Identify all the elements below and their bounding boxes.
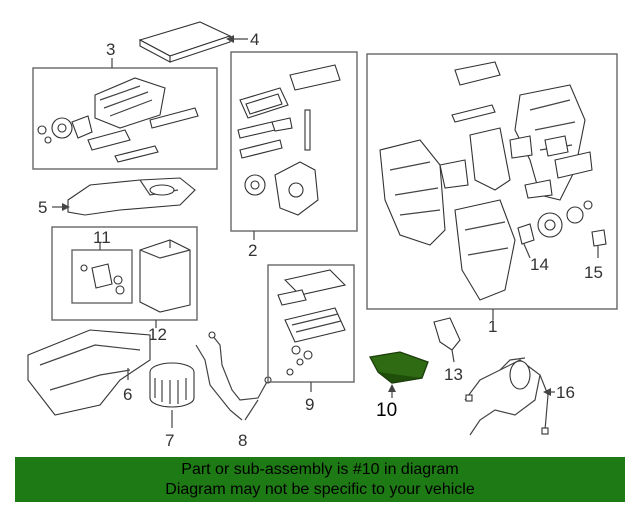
part-8-tube-assembly[interactable] <box>195 331 272 421</box>
label-3: 3 <box>106 40 115 59</box>
box-2 <box>230 51 358 232</box>
label-16: 16 <box>556 383 575 402</box>
part-10-highlighted[interactable] <box>369 351 429 398</box>
label-8: 8 <box>238 431 247 450</box>
part-7-blower-motor[interactable] <box>149 362 195 428</box>
label-12: 12 <box>148 325 167 344</box>
label-15: 15 <box>584 263 603 282</box>
box-1 <box>366 53 618 310</box>
box-12 <box>51 226 198 321</box>
label-10: 10 <box>376 400 397 421</box>
part-2-door-assembly[interactable] <box>237 64 341 216</box>
label-9: 9 <box>305 395 314 414</box>
label-13: 13 <box>444 365 463 384</box>
part-5-duct[interactable] <box>52 177 196 216</box>
label-14: 14 <box>530 255 549 274</box>
label-4: 4 <box>250 30 259 49</box>
part-9-evaporator-kit[interactable] <box>277 269 347 376</box>
banner-line-1: Part or sub-assembly is #10 in diagram <box>181 461 459 478</box>
label-7: 7 <box>165 431 174 450</box>
parts-diagram: 4 3 5 2 1 <box>27 21 618 450</box>
label-2: 2 <box>248 241 257 260</box>
label-1: 1 <box>488 317 497 336</box>
part-14[interactable] <box>517 223 535 259</box>
box-3 <box>32 67 218 170</box>
part-12-heater-core-kit[interactable] <box>80 239 191 313</box>
label-11: 11 <box>93 228 111 247</box>
label-6: 6 <box>123 385 132 404</box>
part-13[interactable] <box>433 317 461 363</box>
part-3-actuator-assembly[interactable] <box>37 77 199 163</box>
box-11 <box>71 249 133 304</box>
banner-line-2: Diagram may not be specific to your vehi… <box>165 481 475 498</box>
part-15[interactable] <box>591 229 607 258</box>
part-1-hvac-case-assembly[interactable] <box>379 61 593 301</box>
part-6-blower-case[interactable] <box>27 329 151 416</box>
part-16-wiring-harness[interactable] <box>464 357 555 436</box>
part-4-cabin-filter[interactable] <box>138 21 248 63</box>
label-5: 5 <box>38 198 47 217</box>
info-banner: Part or sub-assembly is #10 in diagram D… <box>15 457 625 502</box>
